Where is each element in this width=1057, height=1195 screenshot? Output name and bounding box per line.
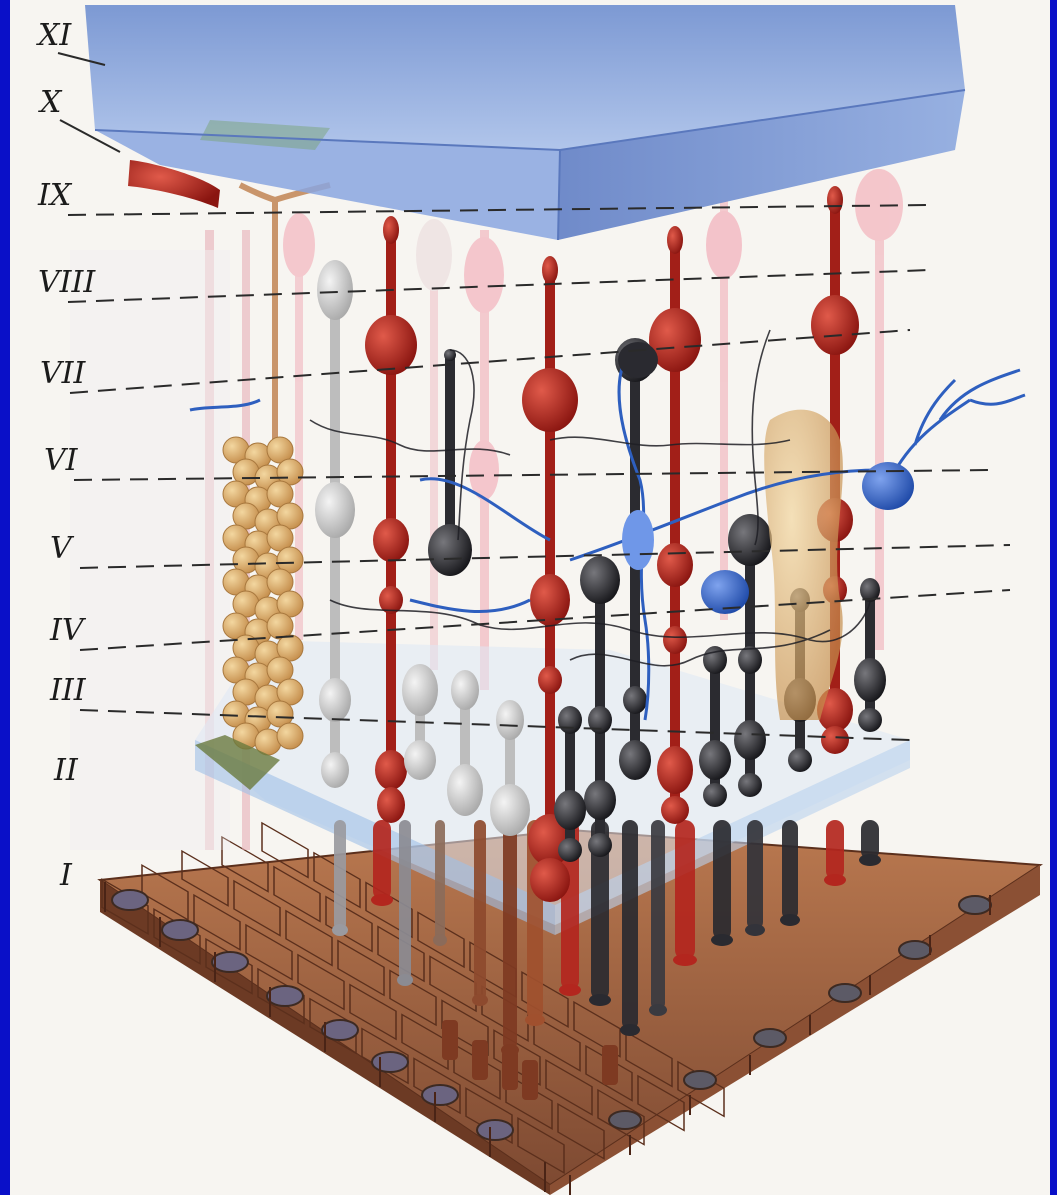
nucleus: [829, 984, 861, 1002]
rod-stub: [502, 1050, 518, 1090]
nucleus: [754, 1029, 786, 1047]
nucleus: [959, 896, 991, 914]
layer-label: VII: [40, 356, 87, 391]
nucleus: [162, 920, 198, 940]
outer-segment: [747, 820, 763, 930]
layer-label: IX: [37, 178, 73, 213]
gray-chain: [315, 260, 355, 788]
outer-segment: [503, 820, 517, 1050]
outer-segment: [713, 820, 731, 940]
layer-label: VIII: [38, 265, 96, 300]
outer-segment: [675, 820, 695, 960]
nucleus: [684, 1071, 716, 1089]
outer-segment: [651, 820, 665, 1010]
outer-segment: [334, 820, 346, 930]
rod-stub: [472, 1040, 488, 1080]
layer-label: IV: [49, 613, 87, 648]
layer-label: II: [53, 753, 79, 788]
nucleus: [477, 1120, 513, 1140]
outer-segment: [399, 820, 411, 980]
outer-segment: [474, 820, 486, 1000]
nucleus: [212, 952, 248, 972]
rod-stub: [442, 1020, 458, 1060]
layer-label: VI: [44, 443, 79, 478]
rod-stub: [602, 1045, 618, 1085]
nucleus: [322, 1020, 358, 1040]
rod-stub: [522, 1060, 538, 1100]
outer-segment: [435, 820, 445, 940]
nucleus: [112, 890, 148, 910]
nucleus: [372, 1052, 408, 1072]
outer-segment: [826, 820, 844, 880]
layer-label: V: [50, 531, 75, 566]
nucleus: [609, 1111, 641, 1129]
nucleus: [422, 1085, 458, 1105]
outer-segment: [782, 820, 798, 920]
layer-label: X: [38, 85, 63, 120]
nucleus: [899, 941, 931, 959]
nucleus: [267, 986, 303, 1006]
layer-label: I: [59, 858, 73, 893]
outer-segment: [373, 820, 391, 900]
layer-label: XI: [36, 18, 72, 53]
outer-segment: [622, 820, 638, 1030]
muller-granule: [277, 723, 303, 749]
tan-bundle: [764, 410, 843, 720]
layer-label: III: [49, 673, 87, 708]
